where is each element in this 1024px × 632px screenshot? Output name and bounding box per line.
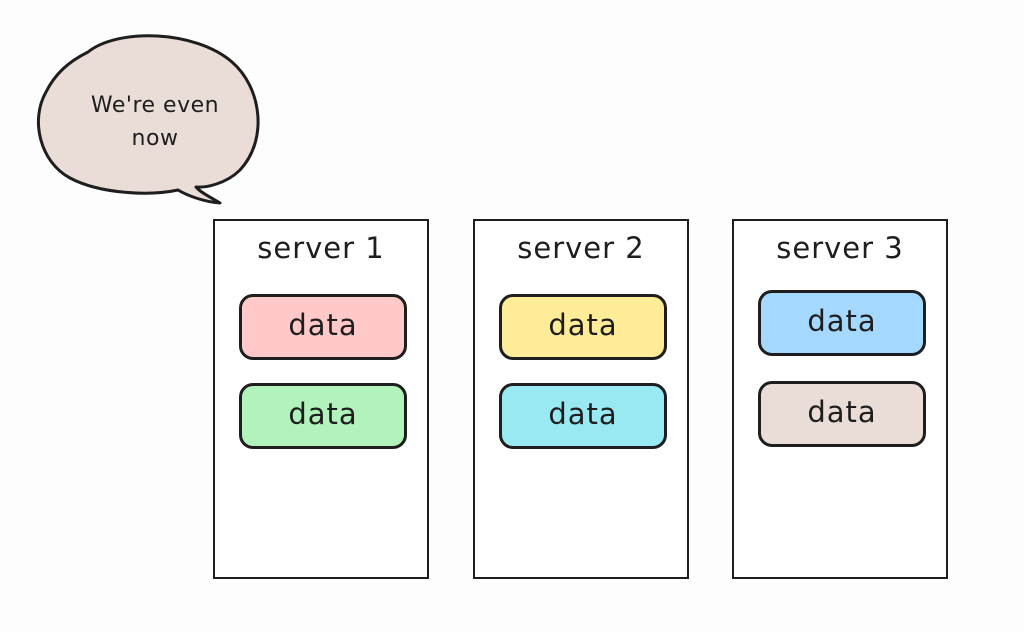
server-3-data-block-2: data — [758, 381, 926, 447]
server-2-data-block-1: data — [499, 294, 667, 360]
server-1-data-block-2: data — [239, 383, 407, 449]
server-1-title: server 1 — [257, 231, 385, 265]
speech-bubble-text-line-2: now — [131, 126, 179, 151]
speech-bubble-shape — [37, 34, 260, 205]
server-1-data-block-1: data — [239, 294, 407, 360]
server-2-data-block-2: data — [499, 383, 667, 449]
server-2-box: server 2 data data — [473, 219, 689, 579]
speech-bubble-text-line-1: We're even — [90, 93, 220, 118]
server-3-data-block-1: data — [758, 290, 926, 356]
server-2-title: server 2 — [517, 231, 645, 265]
server-1-box: server 1 data data — [213, 219, 429, 579]
server-3-title: server 3 — [776, 231, 904, 265]
server-3-box: server 3 data data — [732, 219, 948, 579]
